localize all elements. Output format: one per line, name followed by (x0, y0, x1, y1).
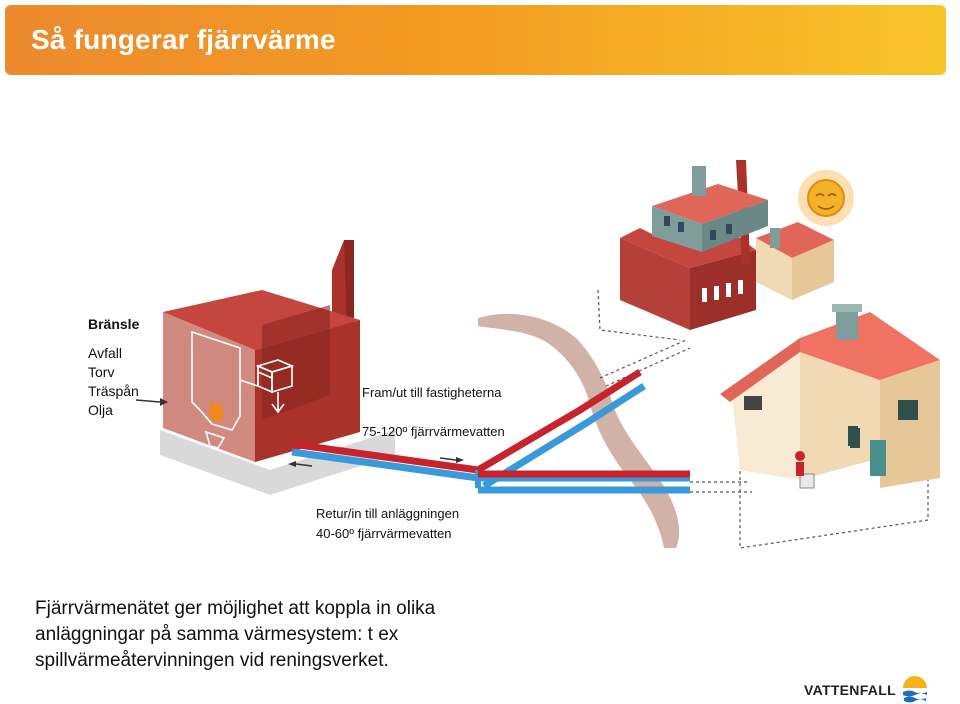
summary-text: Fjärrvärmenätet ger möjlighet att koppla… (35, 596, 795, 674)
river-illustration (478, 313, 680, 548)
pipe-network (291, 369, 690, 494)
house-illustration (720, 304, 940, 489)
plant-building-front (163, 312, 255, 462)
summary-line: spillvärmeåtervinningen vid reningsverke… (35, 650, 389, 671)
logo-text: VATTENFALL (804, 682, 896, 698)
dashed-connectors (597, 289, 929, 549)
supply-temperature: 75-120º fjärrvärmevatten (362, 424, 505, 439)
fuel-arrow (135, 398, 168, 406)
factory-illustration (620, 160, 834, 330)
title-bar (5, 5, 946, 75)
supply-arrow (439, 457, 464, 463)
flame-icon (208, 400, 224, 422)
return-temperature: 40-60º fjärrvärmevatten (316, 526, 452, 541)
supply-label: Fram/ut till fastigheterna (362, 385, 502, 400)
page-title: Så fungerar fjärrvärme (31, 24, 336, 55)
fuel-item-waste: Avfall (88, 345, 122, 361)
fuel-item-sawdust: Träspån (88, 383, 139, 399)
summary-line: Fjärrvärmenätet ger möjlighet att koppla… (35, 598, 436, 619)
fuel-item-oil: Olja (88, 402, 113, 418)
return-arrow (288, 461, 313, 467)
boiler-outline (191, 330, 295, 449)
fuel-item-peat: Torv (88, 364, 115, 380)
return-label: Retur/in till anläggningen (316, 506, 460, 521)
logo-mark-icon (903, 676, 927, 703)
sun-icon (798, 170, 854, 226)
summary-line: anläggningar på samma värmesystem: t ex (35, 624, 399, 645)
fuel-heading: Bränsle (88, 316, 140, 332)
plant-building-roof (163, 290, 360, 350)
